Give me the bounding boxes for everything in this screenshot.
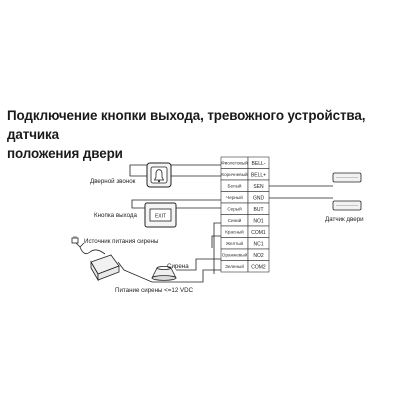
siren-power-source-label: Источник питания сирены (84, 238, 159, 245)
exit-button-text: EXIT (155, 213, 166, 219)
wire-color-label: Белый (228, 183, 242, 189)
terminal-row: Зеленый COM2 (220, 260, 270, 273)
doorbell-icon (146, 162, 172, 188)
page-title: Подключение кнопки выхода, тревожного ус… (7, 106, 399, 163)
exit-button-label: Кнопка выхода (94, 212, 137, 219)
terminal-pin-label: NO2 (253, 253, 264, 259)
wire-color-label: Оранжевый (222, 252, 248, 258)
exit-button-icon: EXIT (144, 202, 177, 228)
terminal-pin-label: COM1 (251, 230, 266, 236)
siren-wiring (109, 222, 221, 283)
door-sensor-icon (332, 172, 362, 211)
terminal-row: Красный COM1 (220, 225, 270, 238)
wire-color-label: Желтый (226, 240, 244, 246)
siren-icon (151, 266, 177, 281)
terminal-pin-label: BELL+ (251, 172, 266, 178)
doorbell-wiring (129, 164, 221, 177)
terminal-pin-label: COM2 (251, 264, 266, 270)
terminal-row: Оранжевый NO2 (220, 248, 270, 261)
terminal-pin-label: NO1 (253, 218, 264, 224)
title-line-2: положения двери (7, 146, 123, 161)
terminal-pin-label: NC1 (253, 241, 263, 247)
terminal-pin-label: BELL- (252, 161, 266, 167)
terminal-row: Серый BUT (220, 202, 270, 215)
wire-color-label: Черный (226, 194, 243, 200)
siren-power-source-icon (71, 236, 120, 282)
exit-button-wiring (131, 199, 221, 209)
siren-label: Сирена (167, 263, 189, 270)
wire-color-label: Красный (225, 229, 244, 235)
terminal-pin-label: GND (253, 195, 265, 201)
terminal-row: Синий NO1 (220, 214, 270, 227)
title-line-1: Подключение кнопки выхода, тревожного ус… (7, 108, 366, 142)
doorbell-label: Дверной звонок (90, 178, 136, 185)
terminal-row: Фиолетовый BELL- (220, 156, 270, 169)
door-sensor-wiring (269, 185, 333, 199)
terminal-row: Желтый NC1 (220, 237, 270, 250)
door-sensor-label: Датчик двери (325, 216, 364, 223)
terminal-row: Черный GND (220, 191, 270, 204)
wire-color-label: Фиолетовый (221, 160, 248, 166)
wire-color-label: Коричневый (221, 171, 248, 177)
terminal-row: Белый SEN (220, 179, 270, 192)
terminal-pin-label: BUT (254, 207, 264, 213)
wire-color-label: Серый (227, 206, 242, 212)
wire-color-label: Синий (228, 217, 242, 223)
siren-power-label: Питание сирены <=12 VDC (115, 287, 194, 294)
terminal-pin-label: SEN (253, 184, 264, 190)
wire-color-label: Зеленый (225, 263, 244, 269)
